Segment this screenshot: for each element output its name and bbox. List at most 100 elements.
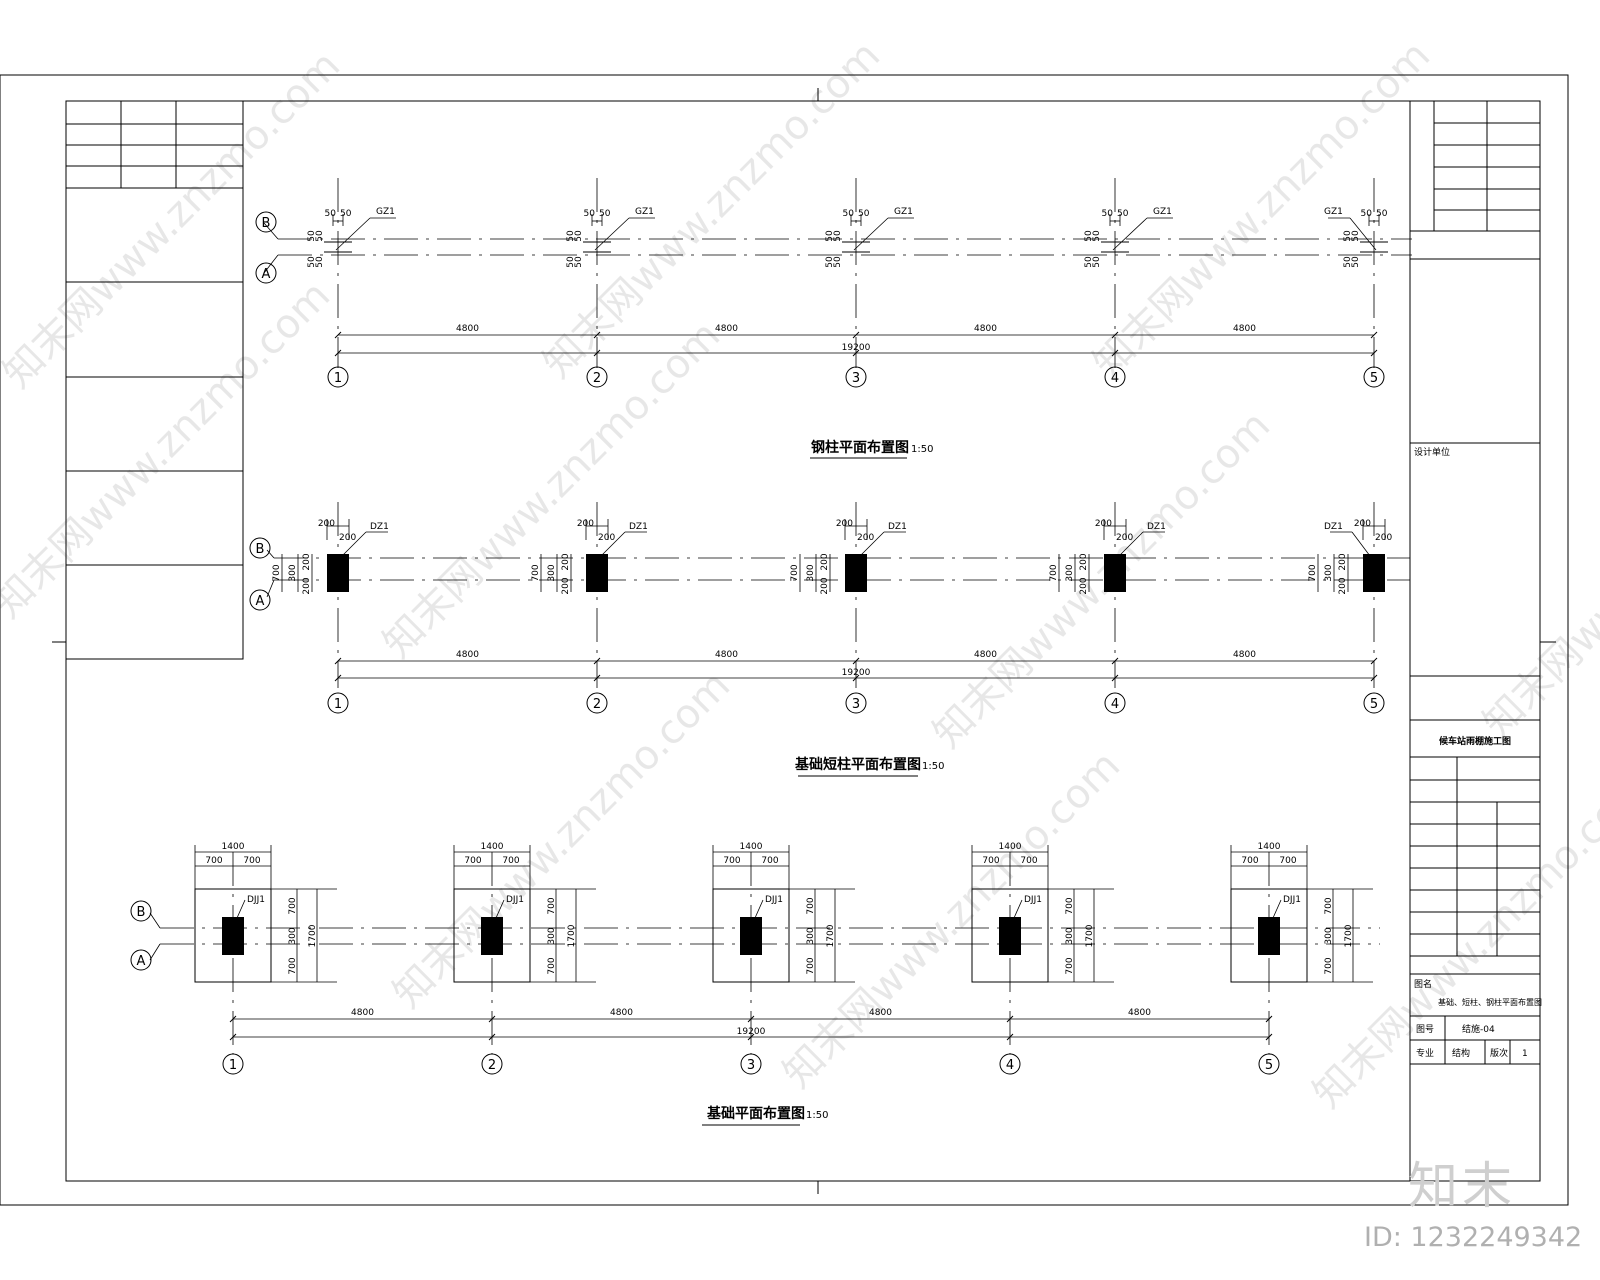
- drawing-number: 结施-04: [1462, 1023, 1495, 1035]
- gz-offset-top-l: 50: [1102, 209, 1114, 219]
- dj-grid-2-circle: [481, 1053, 503, 1075]
- gz-dim-span-label: 4800: [1233, 324, 1256, 334]
- watermark-text: 知末网www.znzmo.com: [775, 743, 1130, 1098]
- dj-half-dim-v1: 700: [547, 897, 557, 914]
- dj-total-dim-v: 1700: [308, 924, 318, 947]
- gz-offset-v1: 50: [1343, 230, 1353, 242]
- dz-offset-v1: 200: [1079, 553, 1089, 570]
- gz-offset-top-r: 50: [1117, 209, 1129, 219]
- dj-grid-5: 5: [1265, 1058, 1273, 1073]
- gz-plan-title: 钢柱平面布置图: [811, 439, 909, 456]
- gz-grid-5-circle: [1363, 366, 1385, 388]
- dj-column: [222, 917, 244, 955]
- gz-offset-v3: 50: [566, 256, 576, 268]
- dj-footing-outline: [1230, 888, 1308, 983]
- dj-mid-dim-v: 300: [547, 927, 557, 944]
- gz-offset-top-r: 50: [858, 209, 870, 219]
- gz-offset-v1: 50: [566, 230, 576, 242]
- dj-total-dim-v: 1700: [567, 924, 577, 947]
- watermark-text: 知末网www.znzmo.com: [385, 663, 740, 1018]
- dj-width-dim: 1400: [740, 842, 763, 852]
- dj-total-dim-v: 1700: [826, 924, 836, 947]
- gz-offset-top-r: 50: [340, 209, 352, 219]
- dj-column: [481, 917, 503, 955]
- gz-offset-v2: 50: [1092, 230, 1102, 242]
- dz-offset-top-l: 200: [1354, 519, 1371, 529]
- dj-grid-2: 2: [488, 1058, 496, 1073]
- dz-mid-dim: 300: [547, 564, 557, 581]
- dj-width-dim: 1400: [481, 842, 504, 852]
- dj-half-dim-r: 700: [761, 856, 778, 866]
- gz-offset-top-l: 50: [843, 209, 855, 219]
- dj-total-dim-v: 1700: [1085, 924, 1095, 947]
- dj-half-dim-v2: 700: [288, 957, 298, 974]
- gz-column-tag: GZ1: [1324, 207, 1343, 217]
- dj-grid-3-circle: [740, 1053, 762, 1075]
- dj-mid-dim-v: 300: [806, 927, 816, 944]
- gz-grid-2-circle: [586, 366, 608, 388]
- dj-width-dim: 1400: [999, 842, 1022, 852]
- gz-offset-top-l: 50: [325, 209, 337, 219]
- gz-offset-v4: 50: [574, 256, 584, 268]
- gz-grid-3: 3: [852, 371, 860, 386]
- dz-grid-4-circle: [1104, 692, 1126, 714]
- dz-offset-top-r: 200: [1116, 533, 1133, 543]
- dj-half-dim-v1: 700: [806, 897, 816, 914]
- dz-offset-v2: 200: [1338, 577, 1348, 594]
- gz-grid-1-circle: [327, 366, 349, 388]
- gz-axis-bubble-b: B: [262, 216, 271, 231]
- dj-grid-4: 4: [1006, 1058, 1014, 1073]
- gz-offset-v2: 50: [833, 230, 843, 242]
- dz-offset-top-l: 200: [577, 519, 594, 529]
- dz-dim-total-label: 19200: [842, 668, 871, 678]
- gz-offset-top-r: 50: [599, 209, 611, 219]
- dz-column-tag: DZ1: [1147, 522, 1166, 532]
- dj-half-dim-r: 700: [502, 856, 519, 866]
- dj-grid-5-circle: [1258, 1053, 1280, 1075]
- dj-plan-title: 基础平面布置图: [707, 1105, 805, 1122]
- dj-half-dim-r: 700: [1279, 856, 1296, 866]
- gz-grid-4: 4: [1111, 371, 1119, 386]
- dj-dim-span-label: 4800: [351, 1008, 374, 1018]
- dj-footing-tag: DJJ1: [1283, 895, 1301, 905]
- gz-grid-5: 5: [1370, 371, 1378, 386]
- gz-offset-v1: 50: [1084, 230, 1094, 242]
- drawing-number-label: 图号: [1416, 1024, 1434, 1035]
- dj-column: [1258, 917, 1280, 955]
- gz-offset-top-r: 50: [1376, 209, 1388, 219]
- dj-half-dim-l: 700: [1241, 856, 1258, 866]
- gz-offset-v4: 50: [315, 256, 325, 268]
- dz-offset-v1: 200: [820, 553, 830, 570]
- dz-grid-1-circle: [327, 692, 349, 714]
- dj-grid-3: 3: [747, 1058, 755, 1073]
- dz-axis-bubble-b: B: [256, 542, 265, 557]
- dz-dim-span-label: 4800: [974, 650, 997, 660]
- gz-dim-span-label: 4800: [715, 324, 738, 334]
- dz-grid-2: 2: [593, 697, 601, 712]
- dj-dim-span-label: 4800: [610, 1008, 633, 1018]
- dz-mid-dim: 300: [1065, 564, 1075, 581]
- dz-offset-v1: 200: [302, 553, 312, 570]
- dz-grid-1: 1: [334, 697, 342, 712]
- dj-footing-outline: [453, 888, 531, 983]
- gz-offset-v3: 50: [1084, 256, 1094, 268]
- gz-grid-1: 1: [334, 371, 342, 386]
- gz-dim-span-label: 4800: [974, 324, 997, 334]
- dz-offset-top-r: 200: [857, 533, 874, 543]
- dj-grid-1-circle: [222, 1053, 244, 1075]
- dj-half-dim-l: 700: [723, 856, 740, 866]
- gz-grid-4-circle: [1104, 366, 1126, 388]
- dj-footing-tag: DJJ1: [765, 895, 783, 905]
- dz-offset-v1: 200: [561, 553, 571, 570]
- gz-offset-v2: 50: [1351, 230, 1361, 242]
- watermark-text: 知末网www.znzmo.com: [1475, 393, 1600, 748]
- dz-mid-dim: 300: [1324, 564, 1334, 581]
- gz-axis-bubble-b-circle: [255, 211, 277, 233]
- dz-grid-3: 3: [852, 697, 860, 712]
- gz-axis-bubble-a: A: [262, 267, 271, 282]
- gz-plan-scale: 1:50: [911, 444, 933, 455]
- gz-offset-top-l: 50: [584, 209, 596, 219]
- dj-half-dim-l: 700: [464, 856, 481, 866]
